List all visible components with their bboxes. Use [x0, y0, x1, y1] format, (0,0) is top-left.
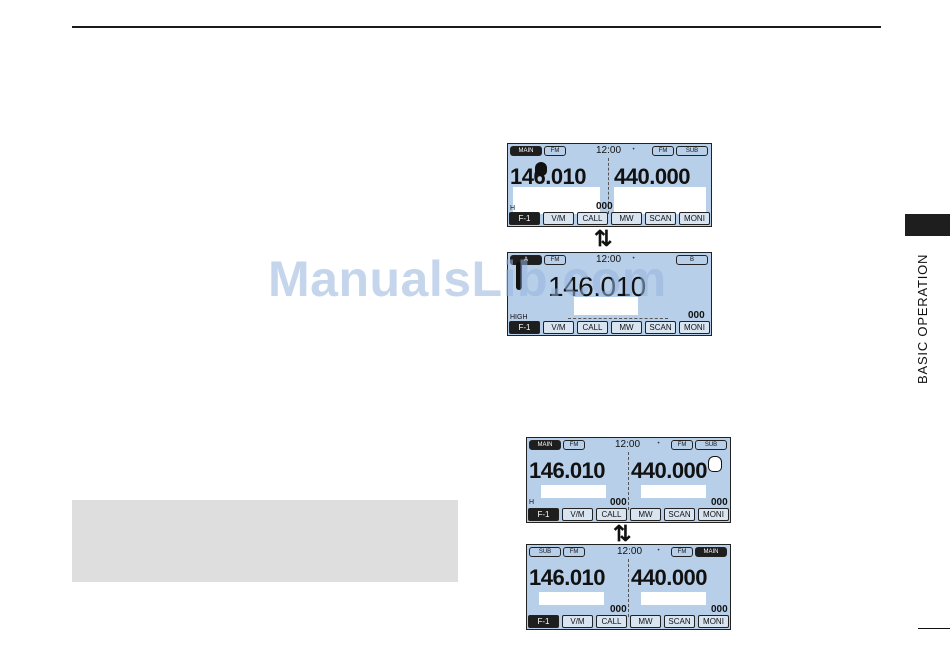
swap-arrows-icon: ⇅: [594, 226, 613, 251]
power-label: HIGH: [510, 314, 528, 321]
signal-icon: ᐩ: [632, 255, 636, 264]
mw-key[interactable]: MW: [611, 212, 642, 225]
fm-chip: FM: [671, 440, 693, 450]
a-chip[interactable]: A: [510, 255, 542, 265]
f1-key[interactable]: F-1: [509, 321, 540, 334]
fig1-bottom-screen: A FM 12:00 ᐩ B 146.010 HIGH 000 F-1 V/M …: [507, 252, 712, 336]
function-keys: F-1 V/M CALL MW SCAN MONI: [509, 321, 710, 334]
main-chip[interactable]: MAIN: [529, 440, 561, 450]
mw-key[interactable]: MW: [611, 321, 642, 334]
signal-icon: ᐩ: [657, 440, 661, 449]
section-side-title: BASIC OPERATION: [915, 253, 930, 384]
function-keys: F-1 V/M CALL MW SCAN MONI: [528, 508, 729, 521]
callout-box: [641, 485, 706, 498]
callout-box: [574, 297, 638, 315]
f1-key[interactable]: F-1: [528, 615, 559, 628]
vm-key[interactable]: V/M: [562, 615, 593, 628]
moni-key[interactable]: MONI: [679, 212, 710, 225]
frequency-left: 146.010: [529, 565, 606, 590]
fig2-bottom-screen: SUB FM 12:00 ᐩ FM MAIN 146.010 440.000 0…: [526, 544, 731, 630]
b-chip[interactable]: B: [676, 255, 708, 265]
power-label: H: [529, 499, 535, 506]
callout-box: [641, 592, 706, 605]
finger-tap-icon: [708, 456, 722, 472]
main-chip[interactable]: MAIN: [510, 146, 542, 156]
header-rule: [72, 26, 881, 28]
frequency-left: 146.010: [529, 458, 606, 483]
frequency-right: 440.000: [614, 164, 691, 189]
scan-key[interactable]: SCAN: [664, 508, 695, 521]
frequency-left: 146.010: [510, 164, 587, 189]
moni-key[interactable]: MONI: [679, 321, 710, 334]
memory-channel-left: 000: [610, 497, 627, 508]
scan-key[interactable]: SCAN: [645, 321, 676, 334]
band-divider: [628, 559, 629, 617]
fm-chip: FM: [563, 547, 585, 557]
section-tab: [905, 214, 950, 236]
fig1-top-screen: MAIN FM 12:00 ᐩ FM SUB 146.010 440.000 H…: [507, 143, 712, 227]
fm-chip: FM: [544, 255, 566, 265]
call-key[interactable]: CALL: [596, 615, 627, 628]
clock: 12:00: [596, 254, 622, 265]
call-key[interactable]: CALL: [577, 321, 608, 334]
call-key[interactable]: CALL: [596, 508, 627, 521]
finger-swipe-icon: [516, 262, 522, 290]
memory-channel: 000: [596, 201, 613, 212]
vm-key[interactable]: V/M: [543, 212, 574, 225]
f1-key[interactable]: F-1: [509, 212, 540, 225]
sub-chip[interactable]: SUB: [676, 146, 708, 156]
band-divider: [608, 158, 609, 214]
fm-chip: FM: [563, 440, 585, 450]
fig2-top-screen: MAIN FM 12:00 ᐩ FM SUB 146.010 440.000 H…: [526, 437, 731, 523]
vm-key[interactable]: V/M: [543, 321, 574, 334]
signal-icon: ᐩ: [657, 547, 661, 556]
sub-chip[interactable]: SUB: [695, 440, 727, 450]
frequency-right: 440.000: [631, 565, 708, 590]
clock: 12:00: [615, 439, 641, 450]
fm-chip: FM: [671, 547, 693, 557]
moni-key[interactable]: MONI: [698, 615, 729, 628]
memory-channel: 000: [688, 310, 705, 321]
fm-chip: FM: [544, 146, 566, 156]
sub-chip[interactable]: SUB: [529, 547, 561, 557]
memory-channel-left: 000: [610, 604, 627, 615]
power-label: H: [510, 205, 516, 212]
memory-channel-right: 000: [711, 604, 728, 615]
scan-key[interactable]: SCAN: [664, 615, 695, 628]
scan-key[interactable]: SCAN: [645, 212, 676, 225]
callout-box: [513, 187, 600, 214]
clock: 12:00: [596, 145, 622, 156]
main-chip[interactable]: MAIN: [695, 547, 727, 557]
callout-box: [539, 592, 604, 605]
frequency-single: 146.010: [548, 271, 646, 302]
swap-arrows-icon: ⇅: [613, 521, 632, 546]
band-divider: [628, 452, 629, 510]
moni-key[interactable]: MONI: [698, 508, 729, 521]
function-keys: F-1 V/M CALL MW SCAN MONI: [509, 212, 710, 225]
f1-key[interactable]: F-1: [528, 508, 559, 521]
call-key[interactable]: CALL: [577, 212, 608, 225]
mw-key[interactable]: MW: [630, 508, 661, 521]
mw-key[interactable]: MW: [630, 615, 661, 628]
callout-box: [541, 485, 606, 498]
fm-chip: FM: [652, 146, 674, 156]
callout-box: [614, 187, 706, 214]
clock: 12:00: [617, 546, 643, 557]
frequency-right: 440.000: [631, 458, 708, 483]
finger-tap-icon: [535, 162, 547, 176]
memory-channel-right: 000: [711, 497, 728, 508]
signal-icon: ᐩ: [632, 146, 636, 155]
page-number-rule: [918, 628, 950, 629]
scale-line: [568, 318, 668, 319]
watermark: ManualsLib.com: [268, 251, 667, 307]
function-keys: F-1 V/M CALL MW SCAN MONI: [528, 615, 729, 628]
vm-key[interactable]: V/M: [562, 508, 593, 521]
note-box: [72, 500, 458, 582]
